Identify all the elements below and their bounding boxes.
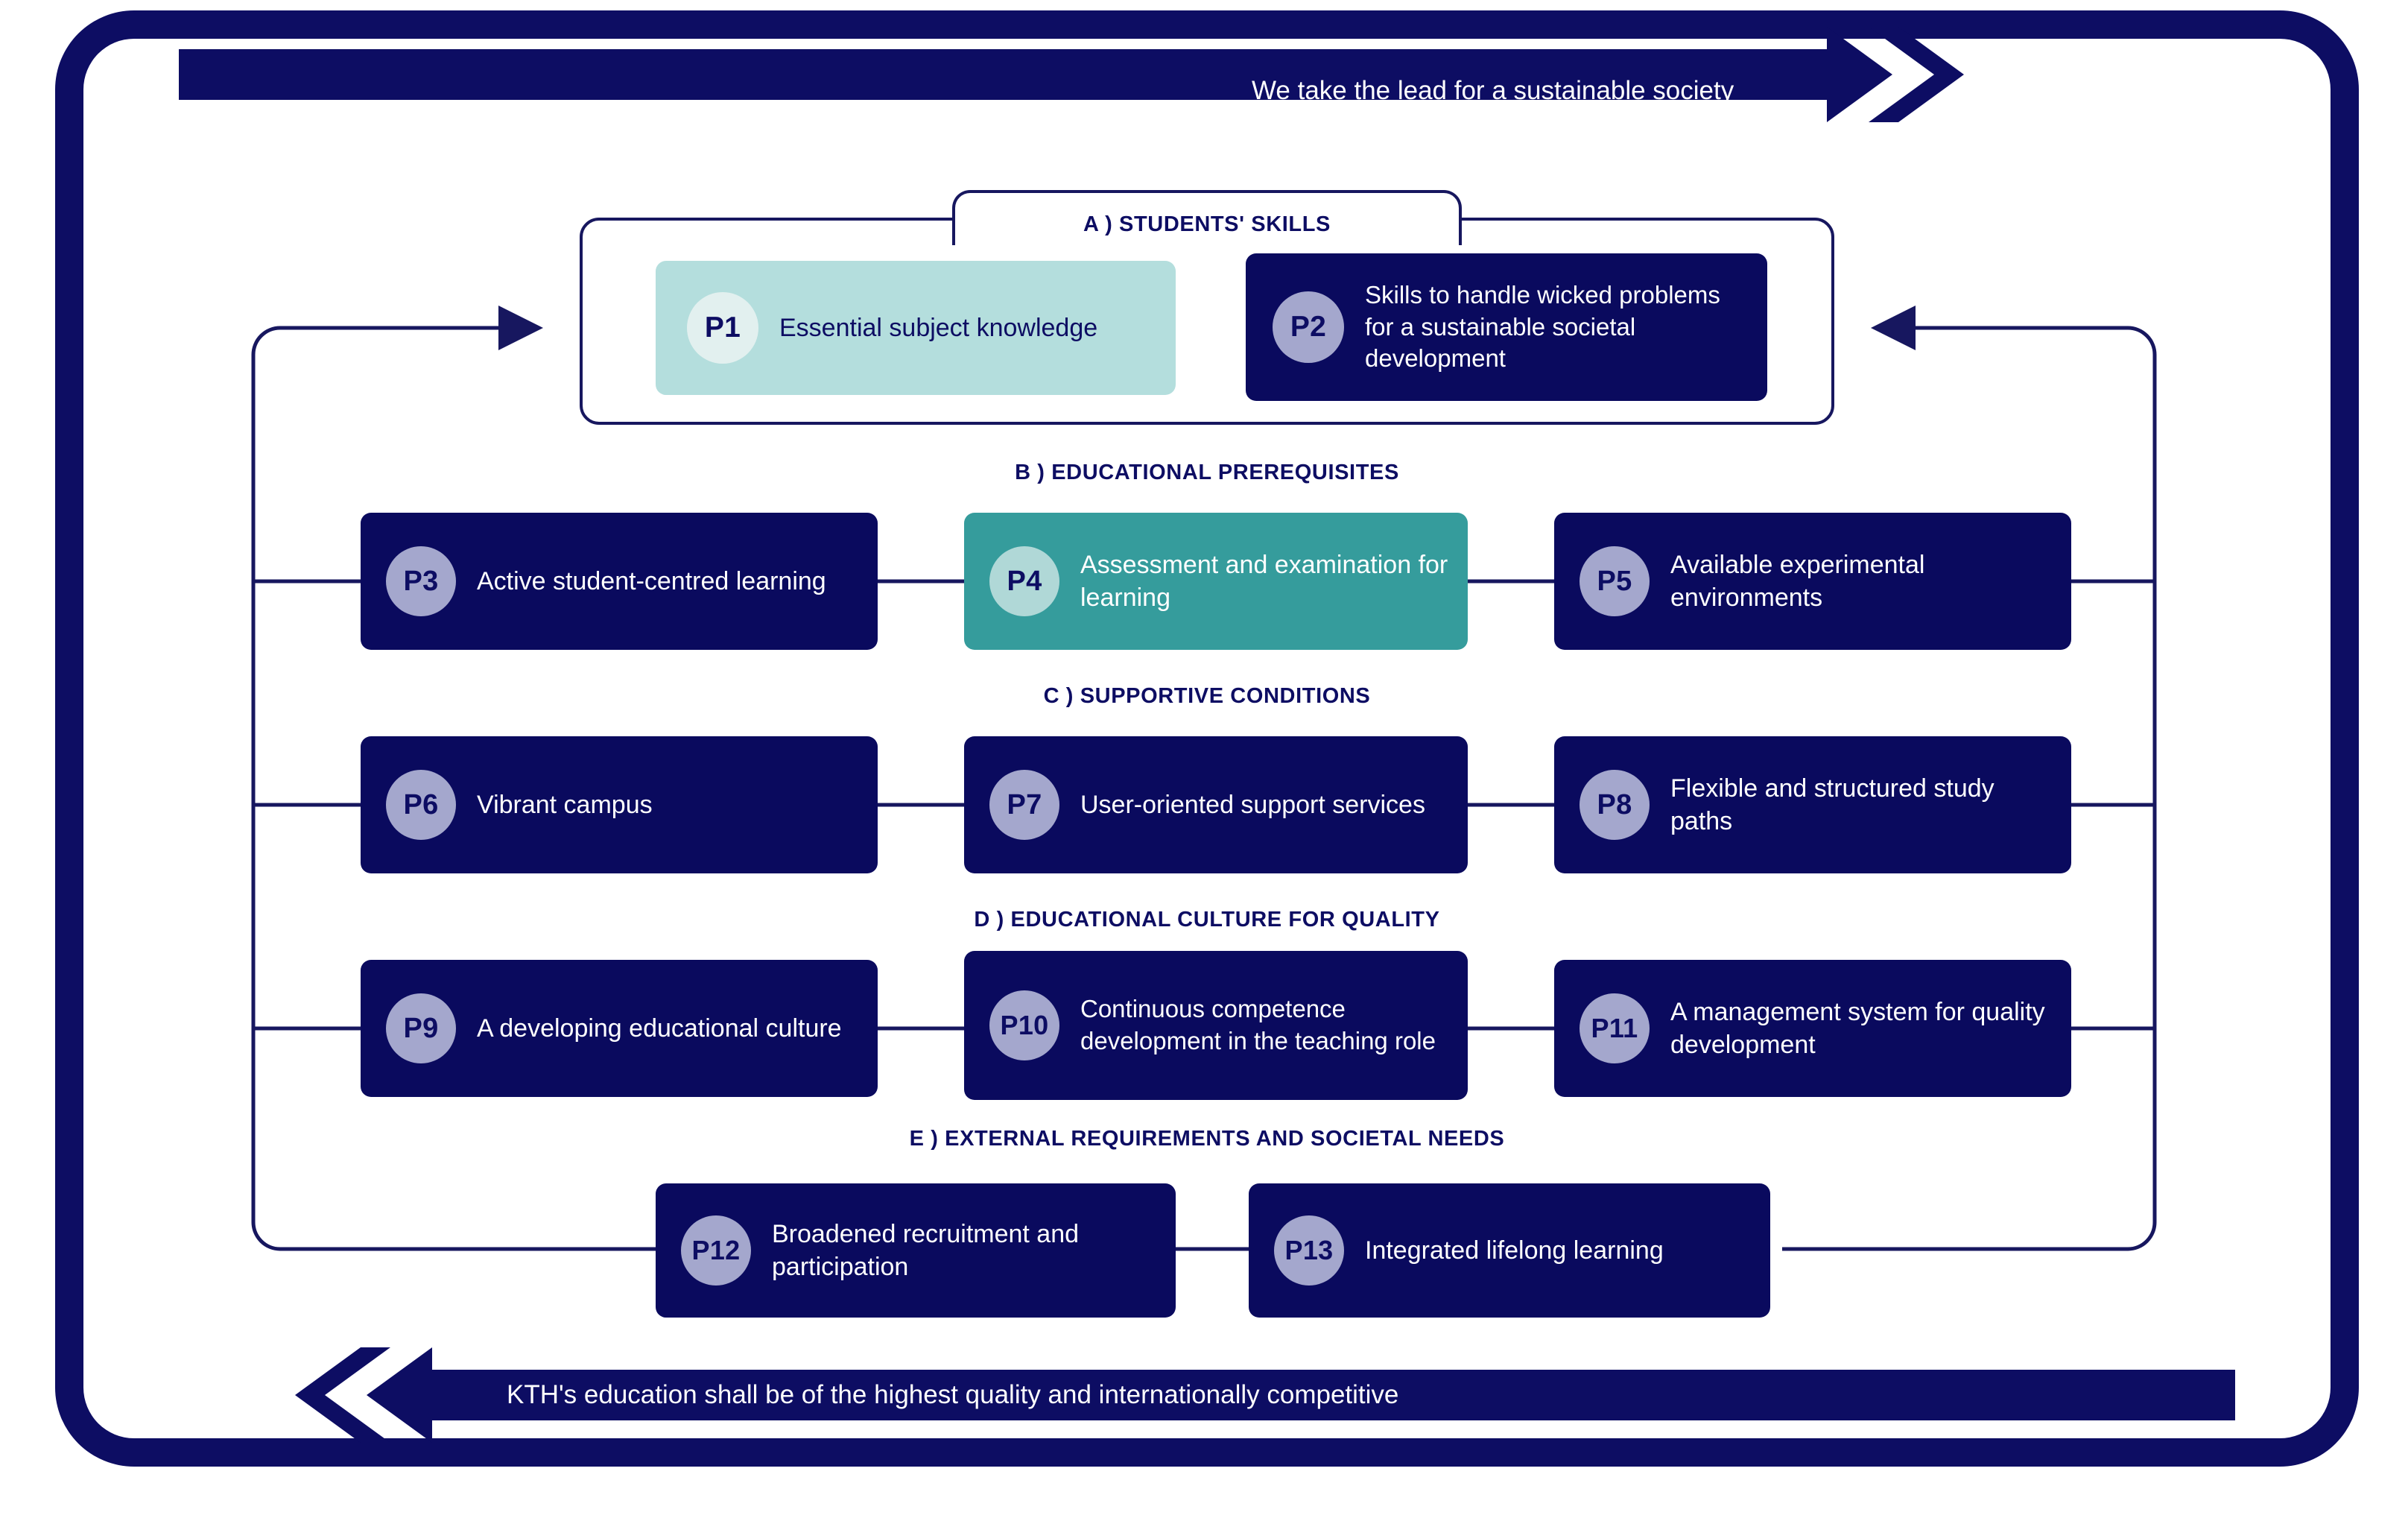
card-p9-label: A developing educational culture bbox=[477, 1014, 842, 1043]
card-p5[interactable]: P5 Available experimental environments bbox=[1554, 513, 2071, 650]
card-p3[interactable]: P3 Active student-centred learning bbox=[361, 513, 878, 650]
card-p8-badge: P8 bbox=[1580, 770, 1650, 840]
card-p2[interactable]: P2 Skills to handle wicked problems for … bbox=[1246, 253, 1767, 401]
bottom-banner-label: KTH's education shall be of the highest … bbox=[507, 1380, 1399, 1409]
card-p6-badge: P6 bbox=[386, 770, 456, 840]
card-p10[interactable]: P10 Continuous competence development in… bbox=[964, 951, 1468, 1100]
card-p13-label: Integrated lifelong learning bbox=[1365, 1236, 1664, 1265]
card-p12-badge: P12 bbox=[681, 1215, 751, 1286]
card-p9-badge: P9 bbox=[386, 993, 456, 1063]
card-p4[interactable]: P4 Assessment and examination for learni… bbox=[964, 513, 1468, 650]
section-title-b: B ) EDUCATIONAL PREREQUISITES bbox=[1015, 461, 1399, 484]
card-p4-label: Assessment and examination for learning bbox=[1080, 550, 1448, 612]
card-p1-badge: P1 bbox=[687, 292, 758, 364]
card-p6-label: Vibrant campus bbox=[477, 790, 653, 819]
card-p8-label: Flexible and structured study paths bbox=[1670, 774, 1994, 835]
card-p8[interactable]: P8 Flexible and structured study paths bbox=[1554, 736, 2071, 873]
card-p5-label: Available experimental environments bbox=[1670, 550, 1925, 612]
card-p4-badge: P4 bbox=[989, 546, 1059, 616]
card-p11[interactable]: P11 A management system for quality deve… bbox=[1554, 960, 2071, 1097]
card-p7-badge: P7 bbox=[989, 770, 1059, 840]
card-p11-badge: P11 bbox=[1580, 993, 1650, 1063]
card-p12[interactable]: P12 Broadened recruitment and participat… bbox=[656, 1183, 1176, 1318]
card-p13-badge: P13 bbox=[1274, 1215, 1344, 1286]
card-p13[interactable]: P13 Integrated lifelong learning bbox=[1249, 1183, 1770, 1318]
card-p7-label: User-oriented support services bbox=[1080, 790, 1425, 819]
card-p12-label: Broadened recruitment and participation bbox=[772, 1219, 1080, 1281]
card-p3-label: Active student-centred learning bbox=[477, 566, 826, 595]
card-p2-label: Skills to handle wicked problems for a s… bbox=[1365, 280, 1720, 373]
card-p7[interactable]: P7 User-oriented support services bbox=[964, 736, 1468, 873]
card-p2-badge: P2 bbox=[1273, 291, 1344, 363]
card-p9[interactable]: P9 A developing educational culture bbox=[361, 960, 878, 1097]
card-p6[interactable]: P6 Vibrant campus bbox=[361, 736, 878, 873]
top-banner-arrow bbox=[179, 27, 1964, 122]
section-title-c: C ) SUPPORTIVE CONDITIONS bbox=[1043, 684, 1371, 708]
section-title-d: D ) EDUCATIONAL CULTURE FOR QUALITY bbox=[974, 908, 1440, 932]
section-title-e: E ) EXTERNAL REQUIREMENTS AND SOCIETAL N… bbox=[909, 1127, 1505, 1151]
card-p3-badge: P3 bbox=[386, 546, 456, 616]
card-p10-label: Continuous competence development in the… bbox=[1080, 995, 1436, 1054]
card-p1[interactable]: P1 Essential subject knowledge bbox=[656, 261, 1176, 395]
card-p5-badge: P5 bbox=[1580, 546, 1650, 616]
top-banner-label: We take the lead for a sustainable socie… bbox=[1252, 76, 1734, 105]
card-p10-badge: P10 bbox=[989, 990, 1059, 1060]
section-title-a: A ) STUDENTS' SKILLS bbox=[1083, 212, 1331, 236]
card-p11-label: A management system for quality developm… bbox=[1670, 997, 2045, 1059]
card-p1-label: Essential subject knowledge bbox=[779, 313, 1098, 342]
